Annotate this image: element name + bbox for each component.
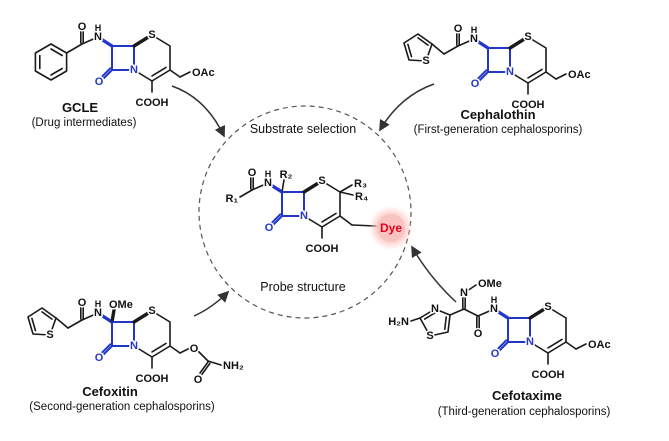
molecule-name-gcle: GCLE bbox=[62, 100, 98, 115]
molecule-desc-cefoxitin: (Second-generation cephalosporins) bbox=[29, 401, 215, 413]
wedge-bond bbox=[302, 180, 322, 194]
atom-label-n: N bbox=[264, 177, 272, 189]
thiophene-ring bbox=[403, 33, 433, 62]
oac-label: OAc bbox=[588, 339, 611, 351]
oac-label: OAc bbox=[192, 67, 215, 79]
cefoxitin-structure: S O H N OMe O N S COOH O O NH₂ Cefoxitin… bbox=[27, 296, 245, 413]
atom-label-o: O bbox=[190, 343, 199, 355]
substrate-selection-label: Substrate selection bbox=[250, 122, 356, 136]
arrow-cefoxitin-to-probe bbox=[193, 290, 230, 317]
atom-label-o: O bbox=[95, 76, 104, 88]
arrow-cefotaxime-to-probe bbox=[411, 245, 457, 303]
molecule-name-cefoxitin: Cefoxitin bbox=[82, 384, 138, 399]
cooh-label: COOH bbox=[532, 369, 565, 381]
atom-label-s: S bbox=[148, 29, 155, 41]
atom-label-o: O bbox=[78, 21, 87, 33]
molecule-desc-cephalothin: (First-generation cephalosporins) bbox=[414, 124, 583, 136]
wedge-bond bbox=[508, 36, 528, 50]
atom-label-n: N bbox=[130, 340, 138, 352]
molecule-desc-gcle: (Drug intermediates) bbox=[32, 117, 137, 129]
probe-structure: Substrate selection bbox=[224, 122, 413, 294]
atom-label-n: N bbox=[94, 31, 102, 43]
arrow-gcle-to-probe bbox=[171, 85, 225, 138]
wedge-bond bbox=[269, 183, 284, 194]
atom-label-n: N bbox=[460, 287, 468, 299]
atom-label-n: N bbox=[490, 303, 498, 315]
atom-label-o: O bbox=[471, 78, 480, 90]
wedge-bond bbox=[132, 310, 152, 324]
atom-label-n: N bbox=[300, 210, 308, 222]
atom-label-n: N bbox=[94, 307, 102, 319]
r4-label: R₄ bbox=[355, 191, 368, 203]
atom-label-n: N bbox=[431, 303, 439, 315]
wedge-bond bbox=[475, 39, 490, 50]
wedge-bond bbox=[99, 37, 114, 48]
atom-label-s: S bbox=[544, 301, 551, 313]
probe-structure-label: Probe structure bbox=[260, 280, 346, 294]
cooh-label: COOH bbox=[306, 243, 339, 255]
atom-label-n: N bbox=[130, 64, 138, 76]
thiophene-ring bbox=[27, 307, 57, 336]
wedge-bond bbox=[495, 309, 510, 320]
r3-label: R₃ bbox=[354, 178, 367, 190]
atom-label-h: H bbox=[471, 25, 478, 35]
atom-label-n: N bbox=[470, 33, 478, 45]
ome-label: OMe bbox=[478, 278, 502, 290]
atom-label-s: S bbox=[426, 330, 433, 342]
cooh-label: COOH bbox=[136, 97, 169, 109]
wedge-bond bbox=[132, 34, 152, 48]
atom-label-h: H bbox=[95, 299, 102, 309]
atom-label-o: O bbox=[78, 297, 87, 309]
atom-label-s: S bbox=[148, 305, 155, 317]
selection-circle bbox=[198, 105, 412, 319]
atom-label-o: O bbox=[454, 23, 463, 35]
cooh-label: COOH bbox=[512, 99, 545, 111]
cephalothin-structure: S O H N O N S COOH OAc Cephalothin (Firs… bbox=[403, 22, 592, 136]
h2n-label: H₂N bbox=[388, 316, 409, 328]
atom-label-o: O bbox=[265, 222, 274, 234]
cooh-label: COOH bbox=[136, 373, 169, 385]
atom-label-s: S bbox=[524, 31, 531, 43]
arrow-cephalothin-to-probe bbox=[379, 83, 435, 132]
r2-label: R₂ bbox=[280, 169, 293, 181]
cefotaxime-structure: H₂N N S N OMe O H N O N S COOH OAc Cefot… bbox=[387, 277, 612, 419]
atom-label-s: S bbox=[46, 329, 53, 341]
wedge-bond bbox=[528, 306, 548, 320]
atom-label-n: N bbox=[526, 336, 534, 348]
wedge-bond bbox=[110, 308, 116, 324]
atom-label-h: H bbox=[491, 295, 498, 305]
thiazole-ring bbox=[419, 308, 451, 337]
atom-label-o: O bbox=[248, 167, 257, 179]
dye-ball bbox=[377, 214, 405, 242]
ome-label: OMe bbox=[109, 299, 133, 311]
molecule-name-cephalothin: Cephalothin bbox=[460, 107, 535, 122]
atom-label-s: S bbox=[318, 175, 325, 187]
atom-label-h: H bbox=[95, 23, 102, 33]
atom-label-o: O bbox=[474, 328, 483, 340]
molecule-desc-cefotaxime: (Third-generation cephalosporins) bbox=[438, 406, 611, 418]
gcle-structure: O H N O N S COOH OAc GCLE (Drug intermed… bbox=[32, 20, 217, 130]
atom-label-o: O bbox=[194, 374, 203, 386]
atom-label-o: O bbox=[491, 348, 500, 360]
wedge-bond bbox=[99, 313, 114, 324]
dye-label: Dye bbox=[380, 221, 402, 235]
molecule-name-cefotaxime: Cefotaxime bbox=[492, 388, 562, 403]
atom-label-n: N bbox=[506, 66, 514, 78]
atom-label-o: O bbox=[95, 352, 104, 364]
oac-label: OAc bbox=[568, 69, 591, 81]
r1-label: R₁ bbox=[226, 193, 239, 205]
atom-label-h: H bbox=[265, 169, 272, 179]
nh2-label: NH₂ bbox=[223, 360, 244, 372]
atom-label-s: S bbox=[422, 55, 429, 67]
